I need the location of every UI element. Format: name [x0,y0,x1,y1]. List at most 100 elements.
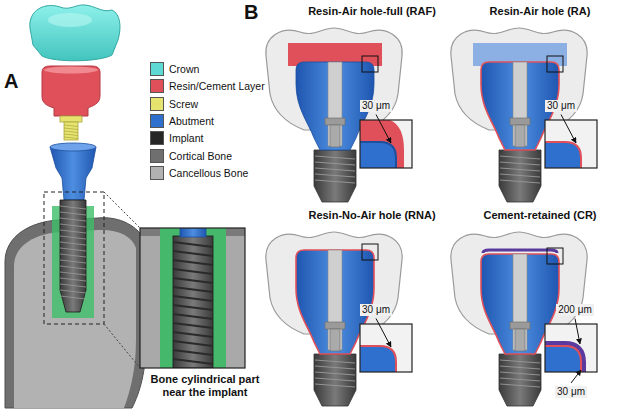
zoom-thread [173,332,213,337]
inset-abutment [360,142,396,168]
zoom-region [44,192,104,324]
inset-ground [360,324,412,372]
implant-thread [60,218,86,221]
implant-fixture [499,150,541,202]
legend-text: Implant [169,131,203,145]
screw-thread [64,131,78,133]
leader-arrow [575,319,580,345]
legend-text: Resin/Cement Layer [169,79,265,93]
screw-head [325,118,345,125]
panel-title: Resin-No-Air hole (RNA) [308,209,435,222]
inset-abutment [545,142,581,168]
zoom-border [140,228,245,368]
zoom-thread [173,350,213,355]
leader-arrow [376,319,391,348]
implant-thread [60,278,86,281]
dimension-label: 30 μm [555,386,587,398]
implant-thread [60,266,86,269]
zoom-inset [140,228,245,368]
inset-resin [360,120,404,168]
zoom-bone [140,228,245,368]
zoom-implant [173,236,213,368]
legend-swatch [150,131,164,145]
leader-arrow [561,115,576,144]
legend-text: Cortical Bone [169,149,232,163]
legend-swatch [150,114,164,128]
implant-thread [60,230,86,233]
inset-layer-line [360,142,396,168]
zoom-thread [173,305,213,310]
screw-thread [64,137,78,139]
legend-swatch [150,149,164,163]
implant-fixture [60,200,86,312]
screw-thread [64,134,78,136]
screw-head [325,322,345,329]
dimension-label: 200 μm [556,304,594,316]
screw-channel [513,254,527,350]
implant-thread [500,156,540,159]
implant-thread [315,168,355,171]
zoom-thread [173,269,213,274]
restoration-section [266,232,412,406]
detail-marker [362,56,378,72]
inset-cement [545,346,581,372]
legend-text: Abutment [169,114,214,128]
legend-swatch [150,62,164,76]
zoom-thread [173,242,213,247]
resin-layer-part [42,66,100,116]
implant-thread [315,360,355,363]
implant-thread [60,284,86,287]
screw-head [510,322,530,329]
zoom-guide [104,324,140,368]
legend-swatch [150,166,164,180]
implant-thread [60,212,86,215]
zoom-thread [173,323,213,328]
detail-inset [545,324,597,372]
implant-thread [500,384,540,387]
implant-thread [500,168,540,171]
inset-ground [360,120,412,168]
implant-thread [60,272,86,275]
inset-layer-line [545,142,581,168]
implant-thread [500,162,540,165]
detail-inset [360,324,412,372]
legend-text: Crown [169,62,199,76]
screw-head [510,118,530,125]
legend-swatch [150,97,164,111]
implant-thread [60,206,86,209]
implant-thread [500,174,540,177]
inset-border [360,324,412,372]
implant-thread [315,156,355,159]
cement-layer [483,250,557,253]
dimension-label: 30 μm [545,100,577,112]
implant-thread [60,254,86,257]
inset-ground [545,324,597,372]
detail-inset [545,120,597,168]
crown-highlight [48,13,92,27]
implant-thread [500,378,540,381]
panel-letter: B [244,1,258,24]
inset-border [360,120,412,168]
zoom-guide [104,192,140,228]
inset-layer-line [360,346,396,372]
inset-layer-line [545,346,581,372]
leader-arrow [376,115,391,144]
zoom-thread [173,314,213,319]
inset-border [545,120,597,168]
crown-part [30,5,120,61]
implant-thread [500,372,540,375]
zoom-thread [173,287,213,292]
resin-highlight [44,67,98,74]
screw-channel [328,250,342,350]
zoom-thread [173,260,213,265]
leader-arrow [571,370,581,383]
implant-thread [60,296,86,299]
restoration-section [266,28,412,202]
screw-shaft [515,329,525,351]
detail-marker [547,56,563,72]
implant-thread [315,378,355,381]
abutment-top [50,143,96,151]
restoration-section [451,28,597,202]
